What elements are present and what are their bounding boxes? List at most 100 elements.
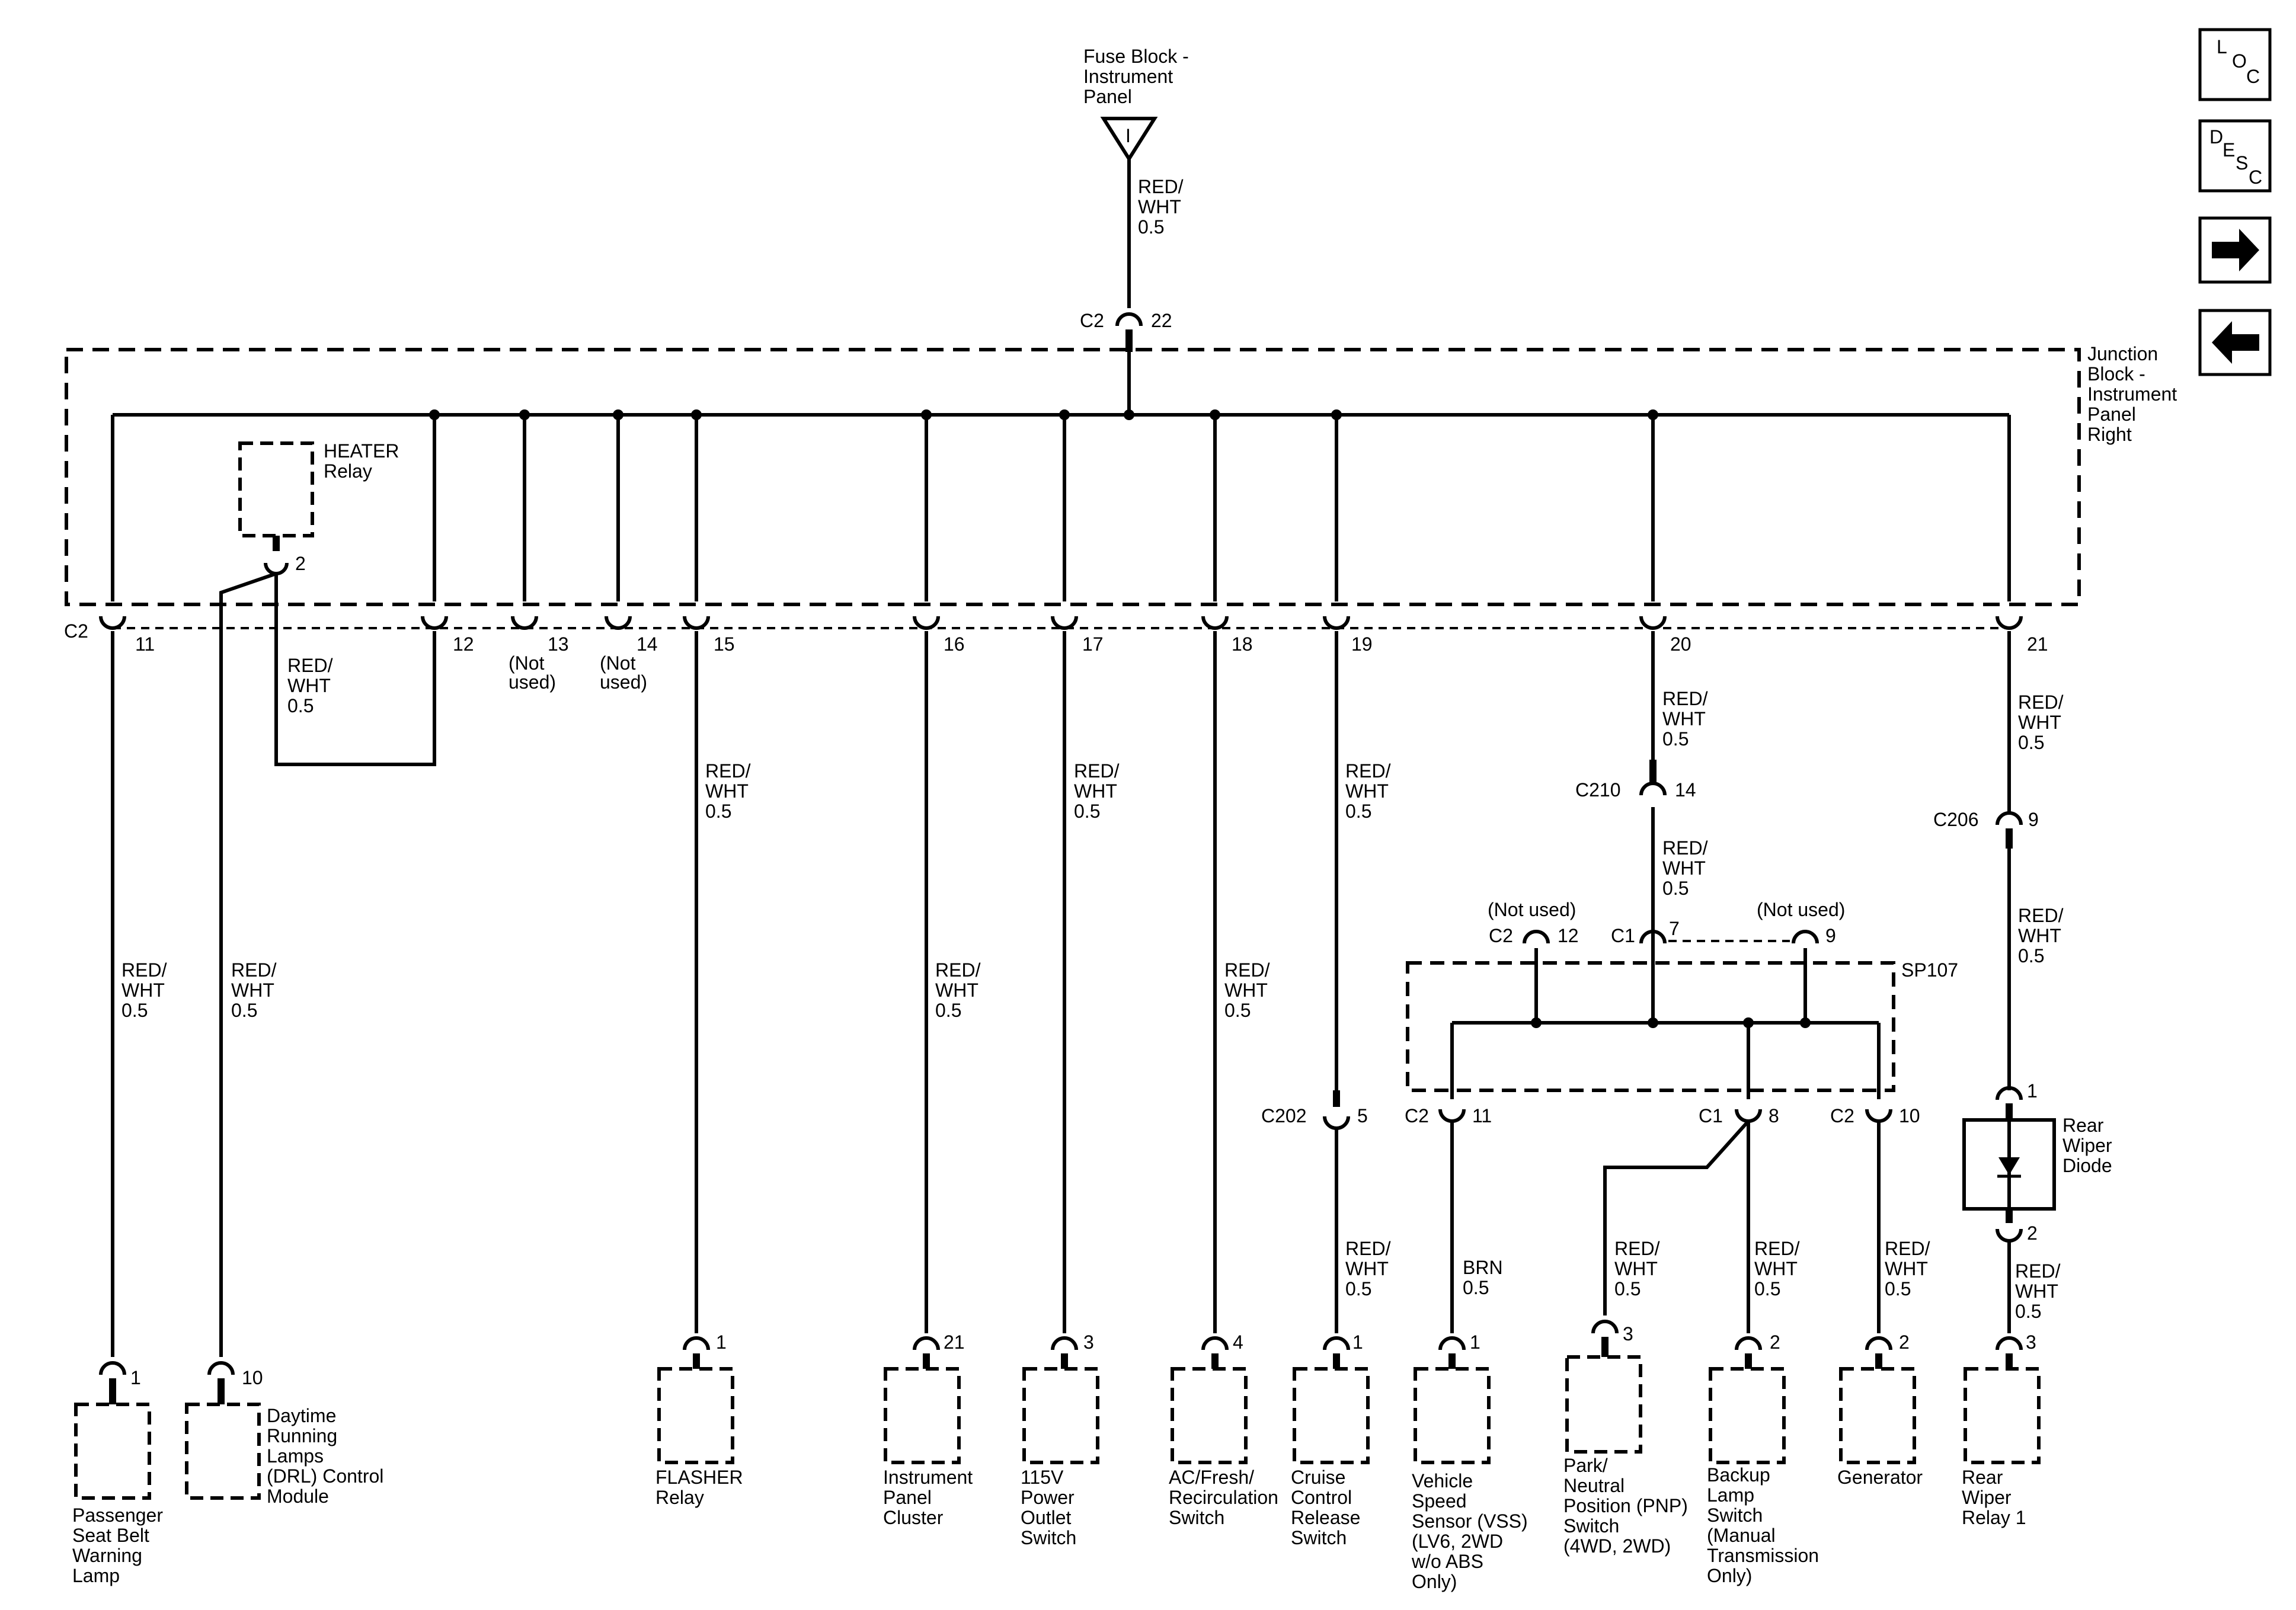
pin-label: 10 (1899, 1105, 1920, 1126)
c2-pin-icons (99, 616, 2023, 630)
wire-color-label: WHT (1345, 1258, 1389, 1279)
arrow-left-icon (2212, 321, 2259, 364)
splice-label: SP107 (1901, 959, 1958, 981)
component-label: Backup (1707, 1464, 1770, 1486)
wire-size-label: 0.5 (287, 695, 314, 716)
splice-pin-icon (1438, 1109, 1466, 1123)
component-label: AC/Fresh/ (1169, 1467, 1254, 1488)
wire-size-label: 0.5 (1662, 878, 1689, 899)
pin-label: 2 (295, 553, 306, 574)
pin-label: 21 (2027, 633, 2048, 655)
connector-c206-icon (1996, 811, 2023, 825)
pin-label: 19 (1351, 633, 1373, 655)
component-label: (Manual (1707, 1525, 1776, 1546)
component-label: Passenger (72, 1505, 163, 1526)
component-label: Recirculation (1169, 1487, 1278, 1508)
component-label: Transmission (1707, 1545, 1819, 1566)
not-used-label: (Not used) (1757, 899, 1845, 920)
fuse-block-source: Fuse Block - Instrument Panel I RED/ WHT… (1080, 46, 1189, 352)
wire-size-label: 0.5 (1614, 1278, 1641, 1299)
splice-pin-icon (1523, 930, 1550, 944)
diode-label: Diode (2062, 1155, 2112, 1176)
wire-color-label: WHT (2018, 925, 2061, 946)
heater-relay-box (238, 441, 314, 537)
connector-label: C202 (1261, 1105, 1307, 1126)
wire-size-label: 0.5 (935, 1000, 961, 1021)
component-pnp-switch: 3 Park/ Neutral Position (PNP) Switch (4… (1563, 1320, 1688, 1557)
wire-color-label: RED/ (1662, 837, 1708, 859)
junction-block-label: Junction (2087, 343, 2158, 364)
component-flasher-relay: 1 FLASHER Relay (655, 1331, 743, 1508)
connector-label: C1 (1699, 1105, 1723, 1126)
wire-color-label: WHT (121, 980, 165, 1001)
wire-size-label: 0.5 (1345, 1278, 1371, 1299)
pin-label: 22 (1151, 310, 1172, 331)
junction-block: Junction Block - Instrument Panel Right (65, 343, 2177, 606)
pin-label: 11 (135, 633, 155, 655)
diode-symbol-icon (1998, 1157, 2020, 1175)
wire-color-label: RED/ (1138, 176, 1184, 197)
diode-pin-icon (1996, 1228, 2023, 1243)
heater-relay-label: HEATER (324, 440, 399, 462)
component-backup-lamp-switch: 2 Backup Lamp Switch (Manual Transmissio… (1707, 1331, 1819, 1586)
pin-label: 11 (1472, 1105, 1492, 1126)
wire-size-label: 0.5 (1463, 1277, 1489, 1298)
component-label: (DRL) Control (267, 1465, 383, 1487)
loc-letter: C (2246, 66, 2260, 87)
wire-to-pnp-switch (1603, 1119, 1750, 1315)
desc-button[interactable]: D E S C (2198, 119, 2272, 193)
pin-label: 9 (1825, 925, 1836, 946)
heater-relay-label: Relay (324, 460, 372, 482)
loc-letter: L (2217, 36, 2227, 57)
pin-label: 1 (1470, 1331, 1480, 1353)
fuse-block-label-3: Panel (1083, 86, 1132, 107)
component-label: Vehicle (1412, 1470, 1473, 1491)
component-label: FLASHER (655, 1467, 743, 1488)
pin-label: 14 (637, 633, 658, 655)
branch-wires (111, 572, 2011, 1357)
splice-pin-icon (1865, 1109, 1892, 1123)
wire-color-label: WHT (1345, 780, 1389, 802)
component-generator: 2 Generator (1837, 1331, 1923, 1488)
wire-color-label: WHT (1885, 1258, 1928, 1279)
wire-heater-loop (274, 574, 436, 766)
component-label: Power (1021, 1487, 1075, 1508)
wire-labels: RED/ WHT 0.5 RED/ WHT 0.5 RED/ WHT 0.5 R… (121, 655, 2064, 1322)
component-label: Position (PNP) (1563, 1495, 1688, 1516)
splice-pin-icon (1735, 1109, 1762, 1123)
wire-color-label: WHT (2015, 1281, 2058, 1302)
wire-color-label: WHT (231, 980, 274, 1001)
pin-label: 9 (2028, 809, 2039, 830)
wire-size-label: 0.5 (1074, 801, 1100, 822)
wire-color-label: RED/ (1345, 1238, 1391, 1259)
nav-buttons: L O C D E S C (2198, 28, 2272, 376)
component-label: Relay 1 (1962, 1507, 2026, 1528)
wire-color-label: WHT (2018, 712, 2061, 733)
fuse-id-label: I (1125, 125, 1131, 146)
component-label: Sensor (VSS) (1412, 1510, 1528, 1532)
junction-block-label: Block - (2087, 363, 2145, 385)
component-label: Rear (1962, 1467, 2003, 1488)
loc-button[interactable]: L O C (2198, 28, 2272, 101)
splice-outline (1406, 961, 1895, 1092)
diode-label: Rear (2062, 1115, 2104, 1136)
component-label: Neutral (1563, 1475, 1625, 1496)
component-label: Switch (1291, 1527, 1347, 1548)
component-label: (LV6, 2WD (1412, 1531, 1503, 1552)
prev-button[interactable] (2198, 309, 2272, 376)
next-button[interactable] (2198, 216, 2272, 284)
component-passenger-seat-belt-lamp: 1 Passenger Seat Belt Warning Lamp (72, 1361, 163, 1586)
connector-label: C2 (1489, 925, 1513, 946)
pin-label: 13 (548, 633, 569, 655)
component-label: Cruise (1291, 1467, 1345, 1488)
wire-color-label: RED/ (2018, 692, 2064, 713)
wire-color-label: BRN (1463, 1257, 1503, 1278)
pin-label: 1 (716, 1331, 727, 1353)
pin-label: 20 (1670, 633, 1691, 655)
wire-size-label: 0.5 (1885, 1278, 1911, 1299)
pin-label: 10 (242, 1367, 263, 1388)
wire-color-label: RED/ (2018, 905, 2064, 926)
not-used-label: (Not (509, 652, 545, 674)
desc-letter: D (2209, 126, 2223, 148)
